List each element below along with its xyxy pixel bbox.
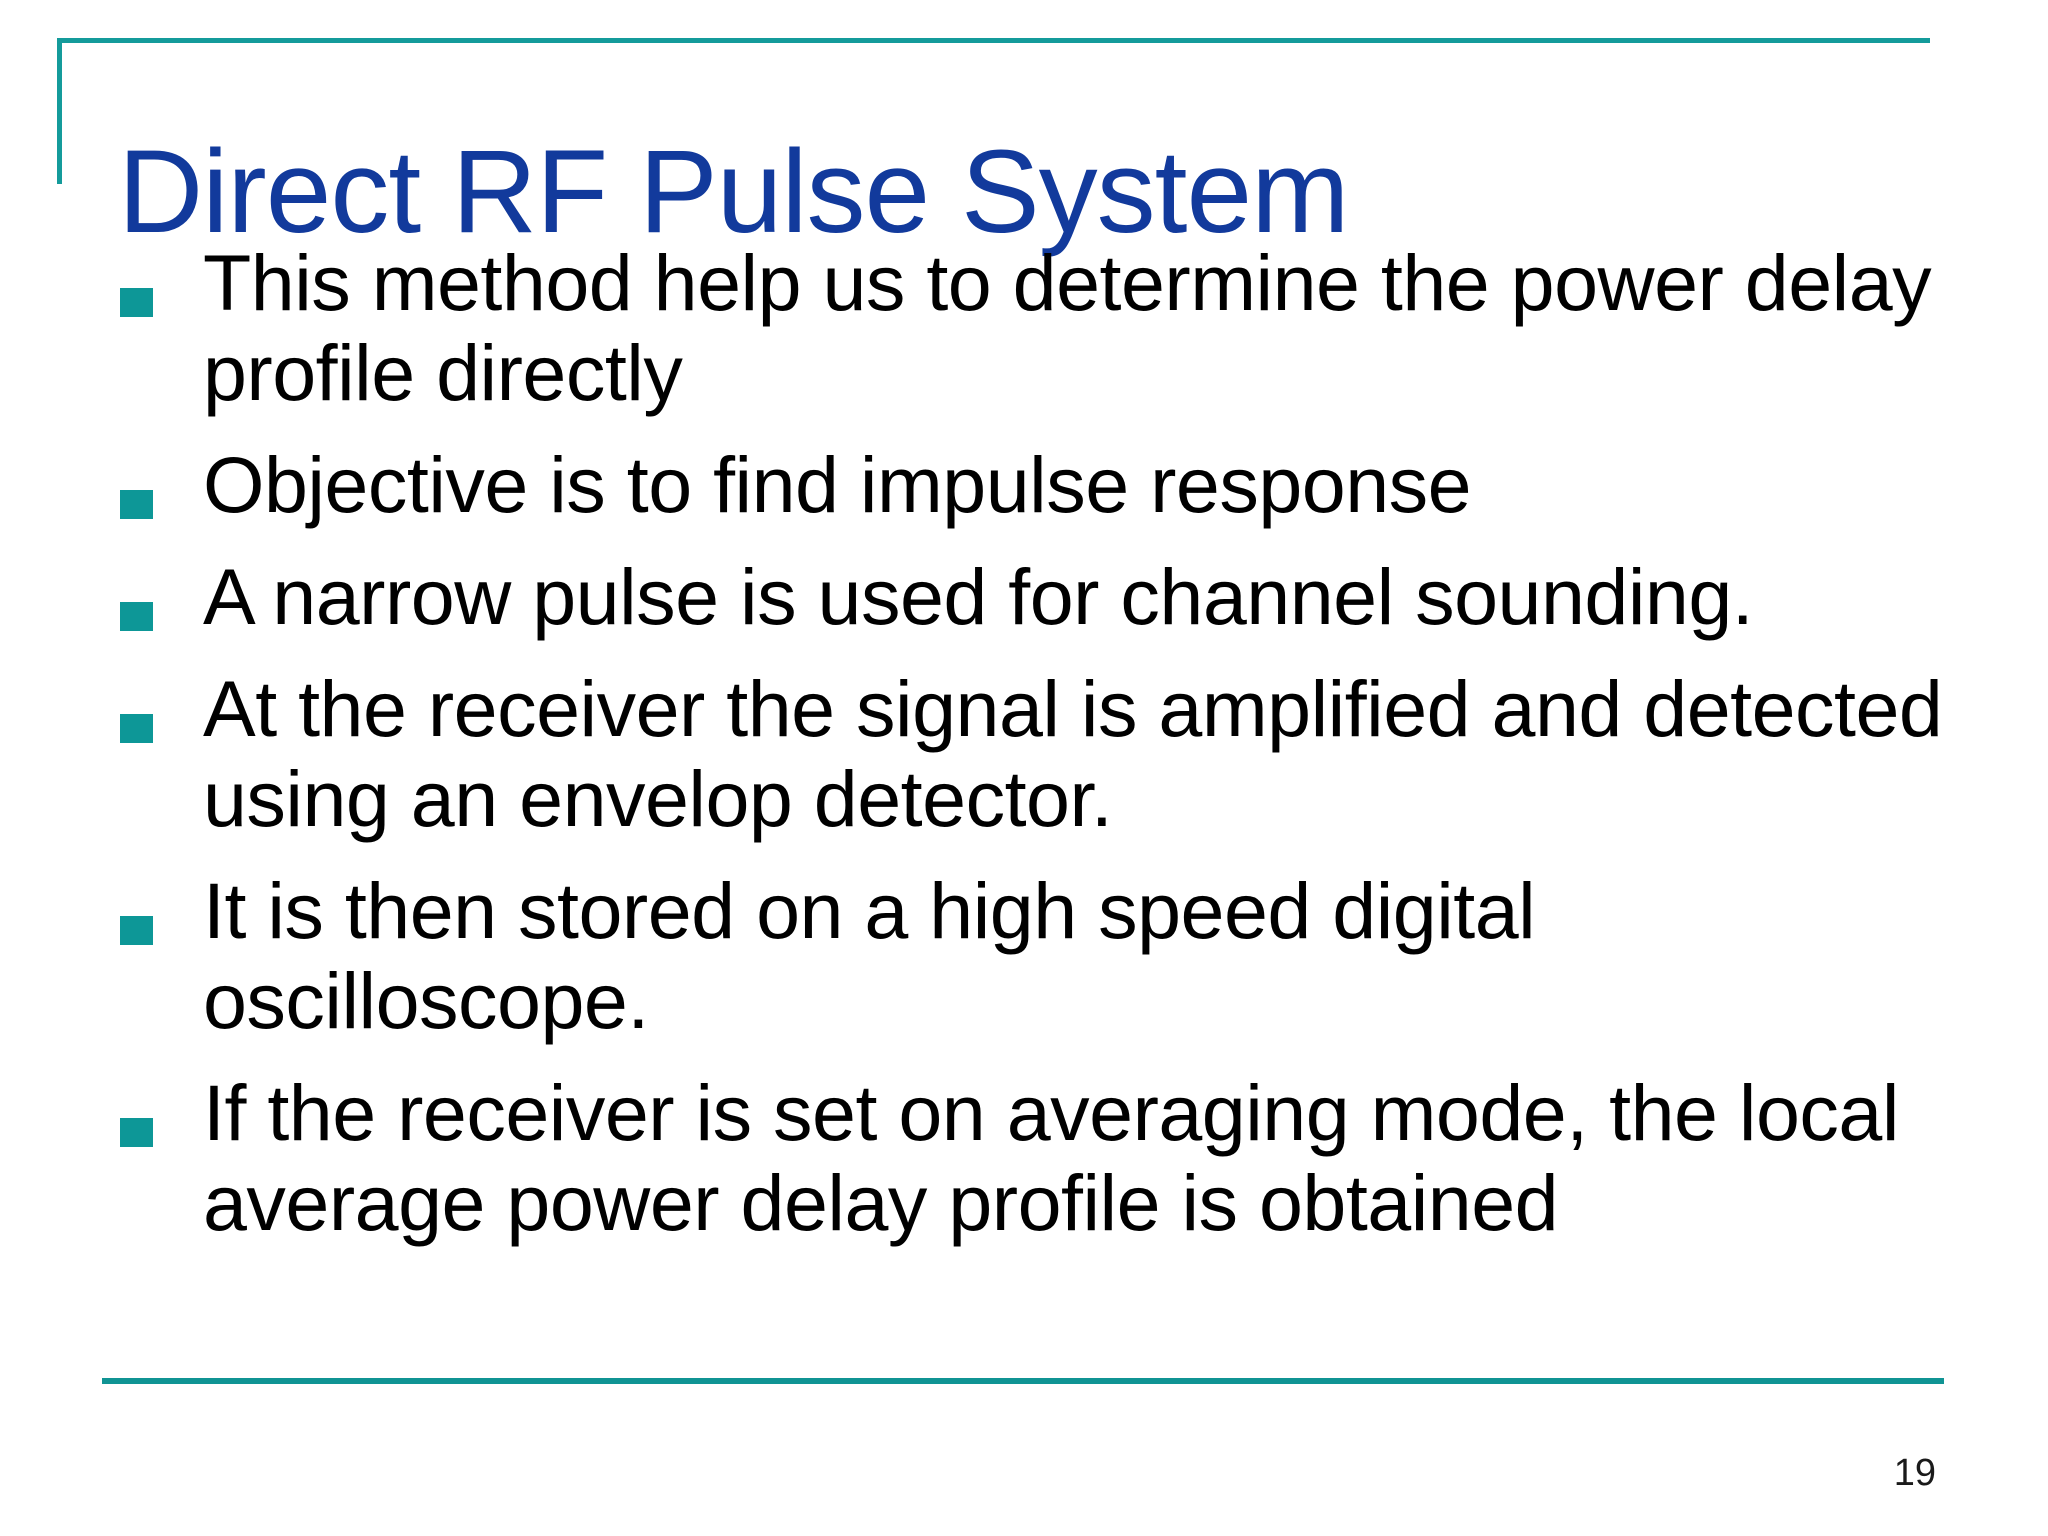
bullet-list: This method help us to determine the pow… <box>120 238 1980 1270</box>
square-bullet-icon <box>120 490 153 520</box>
list-item: A narrow pulse is used for channel sound… <box>120 552 1980 642</box>
square-bullet-icon <box>120 602 153 632</box>
list-item-text: It is then stored on a high speed digita… <box>203 866 1536 1046</box>
title-frame-top-rule <box>57 38 1930 43</box>
square-bullet-icon <box>120 714 153 744</box>
title-frame-left-rule <box>57 38 62 184</box>
footer-divider-rule <box>102 1378 1944 1384</box>
square-bullet-icon <box>120 916 153 946</box>
list-item-text: This method help us to determine the pow… <box>203 238 1932 418</box>
list-item: This method help us to determine the pow… <box>120 238 1980 418</box>
list-item-text: A narrow pulse is used for channel sound… <box>203 552 1754 642</box>
list-item: If the receiver is set on averaging mode… <box>120 1068 1980 1248</box>
list-item-text: If the receiver is set on averaging mode… <box>203 1068 1899 1248</box>
slide-number: 19 <box>1893 1452 1936 1494</box>
list-item: Objective is to find impulse response <box>120 440 1980 530</box>
list-item-text: At the receiver the signal is amplified … <box>203 664 1943 844</box>
square-bullet-icon <box>120 1118 153 1148</box>
slide-title: Direct RF Pulse System <box>118 126 1349 259</box>
list-item: It is then stored on a high speed digita… <box>120 866 1980 1046</box>
list-item: At the receiver the signal is amplified … <box>120 664 1980 844</box>
square-bullet-icon <box>120 288 153 317</box>
list-item-text: Objective is to find impulse response <box>203 440 1472 530</box>
